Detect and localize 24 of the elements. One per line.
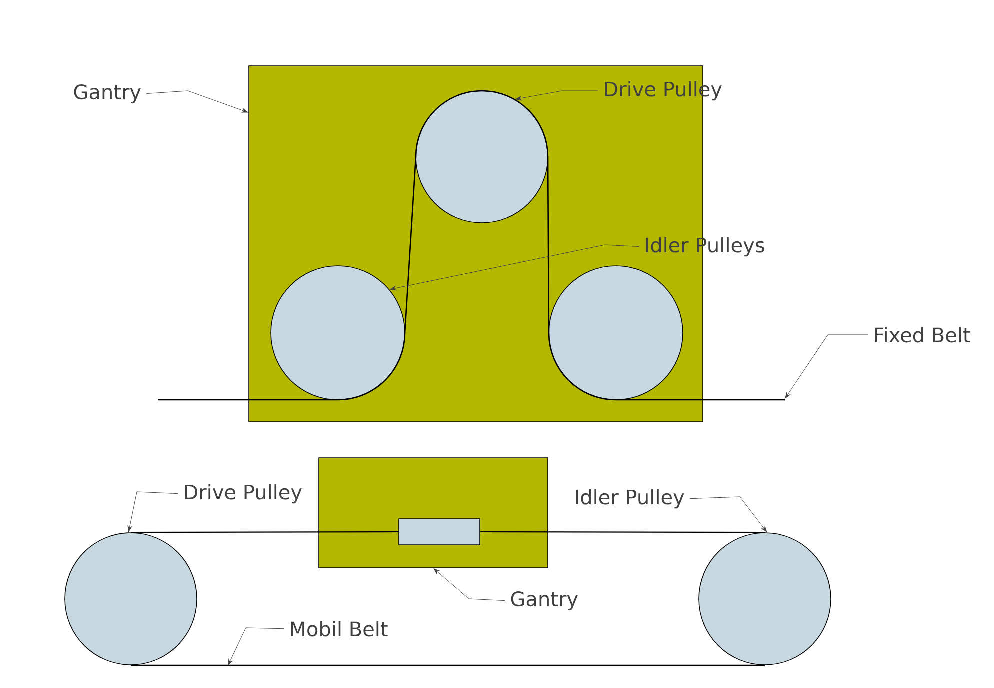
pulley-circle [64,532,198,666]
belt-line [480,531,765,534]
label-text: Gantry [511,592,578,610]
clamp-block [398,518,480,546]
gantry-box [318,458,548,568]
label-text: Mobil Belt [291,621,388,637]
leader-line [516,90,598,101]
label-text: Drive Pulley [185,484,302,504]
pulley-circle [270,266,406,400]
leader-line [128,492,178,532]
leader-line [390,244,640,291]
pulley-circle [548,266,684,400]
leader-line [690,496,768,532]
label-text: Gantry [74,84,141,104]
belt-line [131,664,765,666]
belt-line [131,531,399,534]
leader-line [785,334,868,399]
leader-line [146,90,248,113]
pulley-circle [698,532,832,666]
label-text: Idler Pulley [576,489,684,509]
pulley-circle [416,90,548,224]
label-text: Fixed Belt [875,327,970,343]
leader-line [228,628,284,666]
leader-line [434,568,506,602]
